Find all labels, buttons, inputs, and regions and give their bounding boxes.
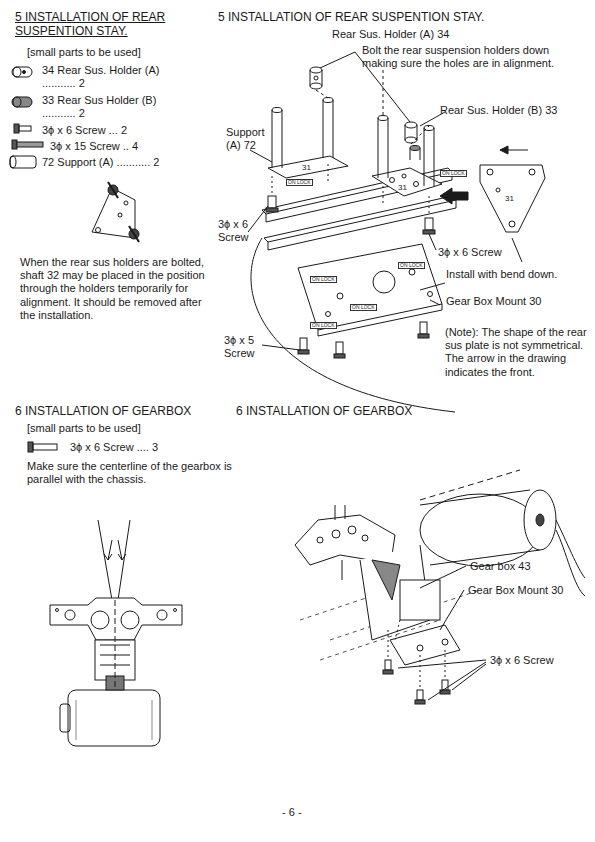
instruction-note: Bolt the rear suspension holders down ma… <box>362 44 582 70</box>
instruction-note: Install with bend down. <box>446 268 557 281</box>
section-heading: 6 INSTALLATION OF GEARBOX <box>236 404 412 418</box>
parts-item: 3ϕ x 6 Screw .... 3 <box>70 441 158 454</box>
parts-heading: [small parts to be used] <box>27 46 141 59</box>
gearbox-top-view <box>50 520 182 746</box>
lock-tag: ON LOCK <box>440 170 467 177</box>
parts-item: 34 Rear Sus. Holder (A) ........... 2 <box>42 64 192 90</box>
instruction-note: Make sure the centerline of the gearbox … <box>27 460 242 486</box>
lock-tag: ON LOCK <box>310 322 337 329</box>
parts-item: 3ϕ x 6 Screw ... 2 <box>42 124 127 137</box>
instruction-note: (Note): The shape of the rear sus plate … <box>445 326 591 379</box>
callout-label: Gear box 43 <box>470 560 531 573</box>
callout-label: 3ϕ x 5 Screw <box>224 334 262 360</box>
plate-sketch <box>92 182 139 242</box>
lock-tag: ON LOCK <box>310 276 337 283</box>
gearbox-assembly <box>295 470 585 704</box>
callout-label: Support (A) 72 <box>226 126 276 152</box>
lock-tag: ON LOCK <box>286 179 313 186</box>
page-number: - 6 - <box>282 806 302 819</box>
lock-tag: ON LOCK <box>398 262 425 269</box>
lock-tag: ON LOCK <box>350 304 377 311</box>
parts-heading: [small parts to be used] <box>27 422 141 435</box>
section-heading: 5 INSTALLATION OF REAR SUSPENTION STAY. <box>15 10 205 39</box>
callout-label: 3ϕ x 6 Screw <box>490 654 554 667</box>
callout-label: Gear Box Mount 30 <box>446 295 541 308</box>
callout-number: 31 <box>504 194 515 204</box>
parts-item: 72 Support (A) ........... 2 <box>42 156 159 169</box>
callout-label: 3ϕ x 6 Screw <box>218 218 264 244</box>
callout-label: Rear Sus. Holder (B) 33 <box>440 104 557 117</box>
callout-label: Rear Sus. Holder (A) 34 <box>332 28 449 41</box>
parts-item: 33 Rear Sus Holder (B) ........... 2 <box>42 94 192 120</box>
callout-label: Gear Box Mount 30 <box>468 584 563 597</box>
instruction-note: When the rear sus holders are bolted, sh… <box>20 256 215 322</box>
callout-number: 31 <box>301 163 312 173</box>
parts-item: 3ϕ x 15 Screw .. 4 <box>50 140 138 153</box>
section-heading: 5 INSTALLATION OF REAR SUSPENTION STAY. <box>218 10 484 24</box>
callout-number: 31 <box>397 183 408 193</box>
callout-label: 3ϕ x 6 Screw <box>438 246 502 259</box>
section-heading: 6 INSTALLATION OF GEARBOX <box>15 404 191 418</box>
